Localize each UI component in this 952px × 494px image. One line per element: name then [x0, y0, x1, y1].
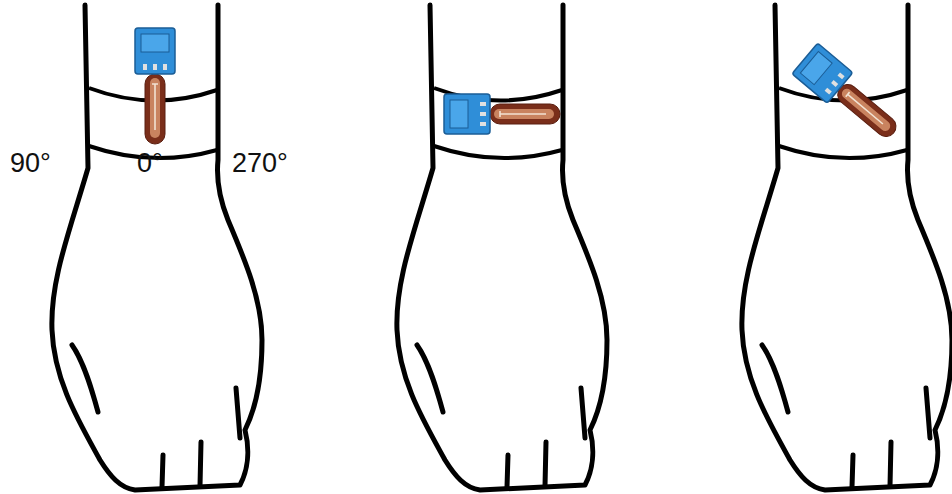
angle-label: 90°	[10, 150, 51, 177]
angle-label: 270°	[232, 150, 288, 177]
angle-label: 0°	[137, 150, 163, 177]
